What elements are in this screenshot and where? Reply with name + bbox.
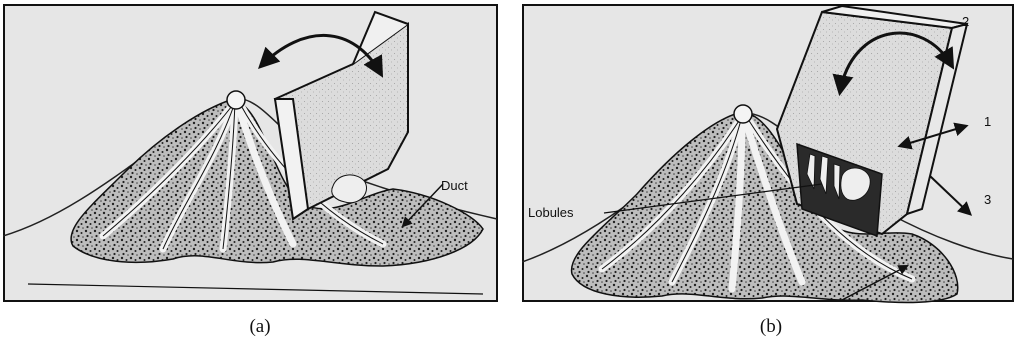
nipple — [227, 91, 245, 109]
duct-label: Duct — [441, 178, 468, 193]
arrow-label-1: 1 — [984, 114, 991, 129]
breast-tissue-illustration-a: Duct — [3, 4, 498, 304]
arrow-label-2: 2 — [962, 14, 969, 29]
nipple — [734, 105, 752, 123]
lobule-cluster — [332, 175, 367, 203]
panel-b: 2 1 3 Lobules — [522, 4, 1014, 304]
caption-a: (a) — [230, 316, 290, 338]
lobules-label: Lobules — [528, 205, 574, 220]
breast-tissue-illustration-b: 2 1 3 Lobules — [522, 4, 1014, 304]
caption-b: (b) — [741, 316, 801, 338]
arrow-label-3: 3 — [984, 192, 991, 207]
panel-a: Duct — [3, 4, 498, 304]
